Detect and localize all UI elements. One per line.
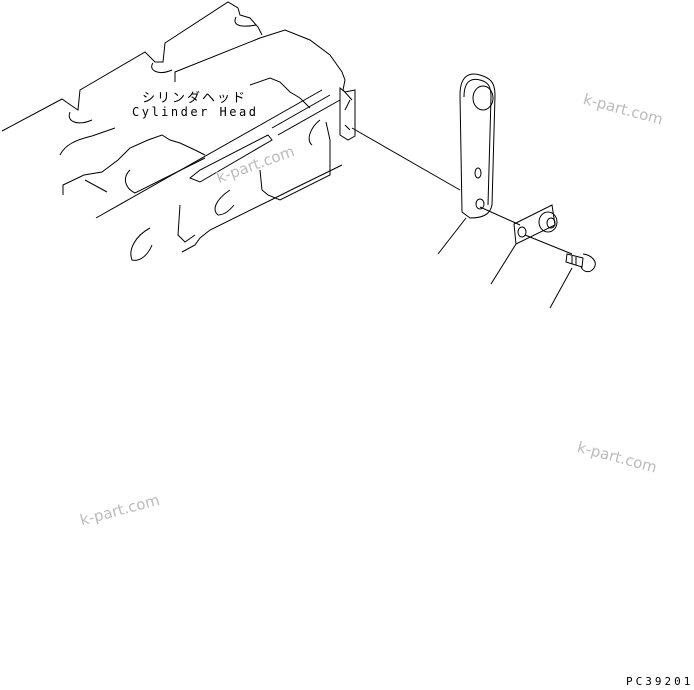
lifting-bracket <box>459 73 521 226</box>
spacer-plate <box>513 204 573 255</box>
drawing-code: PC39201 <box>626 675 694 688</box>
leader-line <box>351 127 461 191</box>
callout-leader-1 <box>437 217 467 255</box>
label-japanese: シリンダヘッド <box>142 91 248 106</box>
cylinder-head <box>1 1 356 261</box>
bolt <box>565 253 596 273</box>
callout-leader-3 <box>549 267 573 309</box>
callout-leader-2 <box>490 243 517 285</box>
label-cylinder-head: Cylinder Head <box>132 105 259 119</box>
